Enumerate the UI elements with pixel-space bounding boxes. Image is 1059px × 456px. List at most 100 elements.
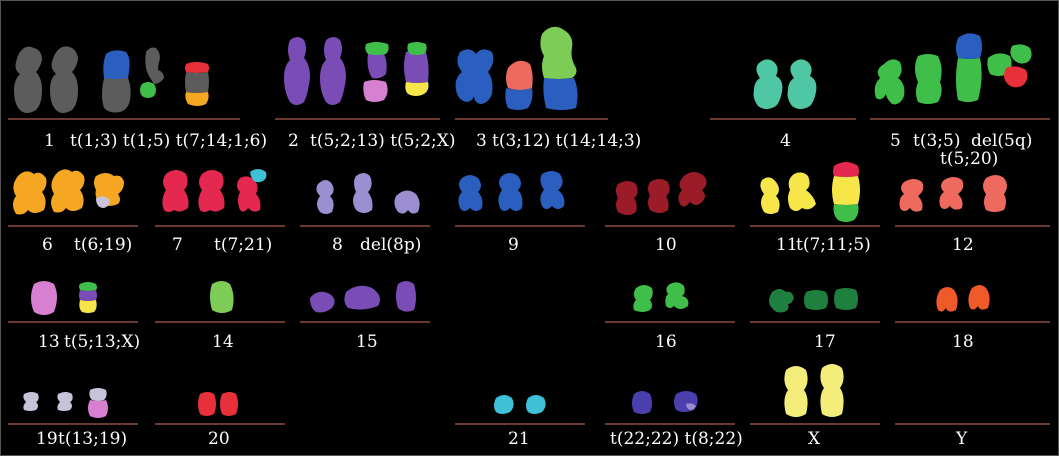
label-chr18: 18 xyxy=(952,332,974,352)
chromosome-10c xyxy=(678,172,707,207)
chromosome-9b xyxy=(498,173,523,211)
chromosome-20b xyxy=(220,392,238,416)
label-chr19: 19 xyxy=(36,429,58,449)
chromosome-14a xyxy=(210,281,234,313)
label-chr4: 4 xyxy=(780,131,791,151)
chromosome-2-t52X-purple xyxy=(404,50,429,83)
chromosome-11-t7115-yellow xyxy=(832,176,860,205)
chromosome-pair-18 xyxy=(936,285,990,312)
chromosome-pair-15 xyxy=(310,281,416,313)
chromosome-8-del8p xyxy=(394,190,420,214)
chromosome-1-t13-gray xyxy=(102,77,131,113)
chromosome-10a xyxy=(616,181,638,215)
chromosome-15b xyxy=(344,285,380,310)
chromosome-1-t15-gray xyxy=(145,47,164,84)
chromosome-6-t619-silver xyxy=(96,196,110,208)
chromosome-1-t71416-gray xyxy=(185,72,209,93)
chromosome-16a xyxy=(633,285,653,312)
chromosome-pair-6 xyxy=(13,169,124,215)
label-chr8: 8 xyxy=(332,235,343,255)
chromosome-pair-1 xyxy=(14,46,209,113)
chromosome-20a xyxy=(198,392,216,416)
chromosome-3-t14143-green xyxy=(540,26,577,79)
label-chr22-translocations: t(22;22) t(8;22) xyxy=(610,429,743,449)
chromosome-5-t35-green xyxy=(956,58,982,102)
chromosome-13-t513X-green xyxy=(79,282,97,291)
chromosome-4a xyxy=(753,59,783,109)
label-chr12: 12 xyxy=(952,235,974,255)
chromosome-pair-7 xyxy=(162,169,267,212)
label-chr13: 13 xyxy=(38,332,60,352)
chromosome-pair-20 xyxy=(198,392,238,416)
chromosome-1-t15-green xyxy=(140,82,156,98)
chromosome-pair-16 xyxy=(633,282,689,312)
chromosome-5b xyxy=(915,54,942,104)
chromosome-19-t1319-silver xyxy=(89,388,107,401)
chromosome-22b xyxy=(674,391,698,412)
chromosome-3-t14143-blue xyxy=(543,78,578,110)
chromosome-pair-10 xyxy=(616,172,707,215)
label-chr5-t35: t(3;5) xyxy=(913,131,961,151)
label-chr17: 17 xyxy=(814,332,836,352)
label-chr2-translocations: t(5;2;13) t(5;2;X) xyxy=(310,131,456,151)
chromosome-9a xyxy=(458,175,483,211)
chromosome-1-t71416-orange xyxy=(185,92,209,106)
chromosome-10b xyxy=(648,179,670,213)
label-chr10: 10 xyxy=(655,235,677,255)
chromosome-13-t513X-yellow xyxy=(79,300,97,313)
label-chr20: 20 xyxy=(208,429,230,449)
chromosome-11-t7115-green xyxy=(833,204,859,222)
chromosome-11-t7115-crimson xyxy=(833,162,859,177)
chromosome-1b xyxy=(50,46,78,113)
label-chr11: 11 xyxy=(776,235,798,255)
chromosome-2-t5213-green xyxy=(365,42,389,55)
label-chr5: 5 xyxy=(890,131,901,151)
chromosome-7-t721-cyan xyxy=(250,169,267,183)
chromosome-pair-12 xyxy=(899,175,1007,212)
chromosome-7-t721-crimson xyxy=(237,176,261,212)
label-chr1: 1 xyxy=(44,131,55,151)
chromosome-18a xyxy=(936,287,958,312)
chromosome-22a xyxy=(632,391,652,414)
chromosome-1a xyxy=(14,46,42,113)
chromosome-9c xyxy=(540,171,565,209)
chromosome-2-t5213-pink xyxy=(363,80,388,102)
chromosome-pair-14 xyxy=(210,281,234,313)
baselines xyxy=(8,118,1050,425)
label-chr21: 21 xyxy=(508,429,530,449)
chromosome-21b xyxy=(526,395,546,414)
label-chr9: 9 xyxy=(508,235,519,255)
chromosome-pair-13 xyxy=(31,281,97,315)
label-chr16: 16 xyxy=(655,332,677,352)
chromosome-15c xyxy=(396,281,416,312)
chromosome-21a xyxy=(494,395,514,414)
chromosome-5-t35-blue xyxy=(956,33,982,59)
chromosome-12a xyxy=(899,179,924,212)
chromosome-5a xyxy=(874,59,905,105)
chromosome-pair-2 xyxy=(284,37,429,105)
label-chr7-t721: t(7;21) xyxy=(214,235,273,255)
chromosome-3-t312-salmon xyxy=(506,60,533,90)
label-chr6: 6 xyxy=(42,235,53,255)
chromosome-pair-5 xyxy=(874,33,1032,105)
chromosome-pair-3 xyxy=(455,26,578,110)
label-chr8-del8p: del(8p) xyxy=(360,235,422,255)
chromosome-12b xyxy=(939,177,964,210)
label-chr3: 3 xyxy=(476,131,487,151)
label-chr19-t1319: t(13;19) xyxy=(58,429,128,449)
label-chr6-t619: t(6;19) xyxy=(74,235,133,255)
label-chrX: X xyxy=(808,429,821,449)
chromosome-4b xyxy=(787,59,817,109)
chromosome-pair-17 xyxy=(769,288,858,313)
label-chr2: 2 xyxy=(288,131,299,151)
chromosome-19a xyxy=(23,392,39,411)
chromosome-13-t513X-purple xyxy=(79,290,97,301)
chromosome-3-t312-blue xyxy=(505,88,533,110)
label-chr14: 14 xyxy=(212,332,234,352)
chromosome-pair-9 xyxy=(458,171,565,211)
label-chrY: Y xyxy=(956,429,968,449)
chromosome-1-t13-blue xyxy=(103,50,130,79)
chromosome-15a xyxy=(310,291,335,313)
